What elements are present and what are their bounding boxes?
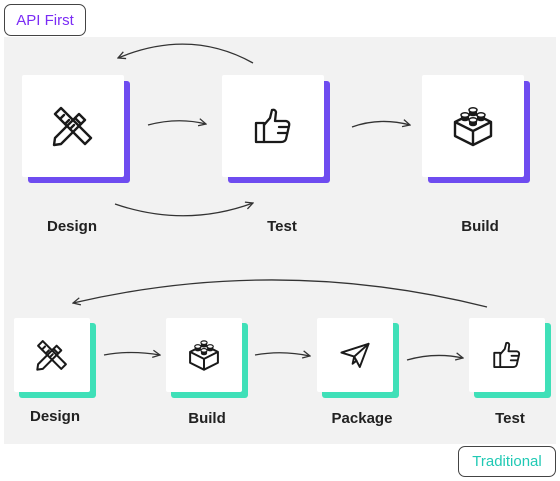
arrow-test-back-to-design-traditional — [73, 279, 488, 308]
arrow-design-to-test — [147, 121, 206, 125]
api-step-label-test: Test — [267, 218, 297, 235]
api-test-card — [222, 75, 330, 183]
thumbs-up-icon — [493, 341, 521, 368]
traditional-step-label-package: Package — [331, 410, 393, 427]
traditional-step-label-design: Design — [29, 408, 80, 425]
traditional-build-card — [166, 318, 248, 398]
lego-brick-icon — [453, 106, 493, 147]
traditional-step-label-build: Build — [188, 410, 226, 427]
traditional-tag-label: Traditional — [472, 453, 542, 470]
design-icon — [52, 106, 93, 147]
arrow-test-to-build — [351, 121, 410, 128]
thumbs-up-icon — [254, 108, 291, 144]
traditional-tag: Traditional — [458, 446, 556, 477]
api-design-card — [22, 75, 130, 183]
design-icon — [36, 340, 67, 371]
paper-plane-icon — [340, 342, 370, 368]
traditional-package-card — [317, 318, 399, 398]
traditional-test-card — [469, 318, 551, 398]
api-step-label-design: Design — [46, 218, 97, 235]
arrow-design-to-build — [103, 353, 160, 356]
arrow-design-to-test-lower — [114, 203, 253, 217]
api-first-tag: API First — [4, 4, 86, 36]
traditional-step-label-test: Test — [495, 410, 525, 427]
lego-brick-icon — [189, 340, 219, 371]
api-build-card — [422, 75, 530, 183]
api-first-tag-label: API First — [16, 11, 74, 29]
traditional-design-card — [14, 318, 96, 398]
arrow-package-to-test — [406, 355, 463, 360]
arrow-build-to-package — [254, 353, 310, 356]
arrow-test-back-to-design — [118, 43, 254, 64]
api-step-label-build: Build — [461, 218, 499, 235]
